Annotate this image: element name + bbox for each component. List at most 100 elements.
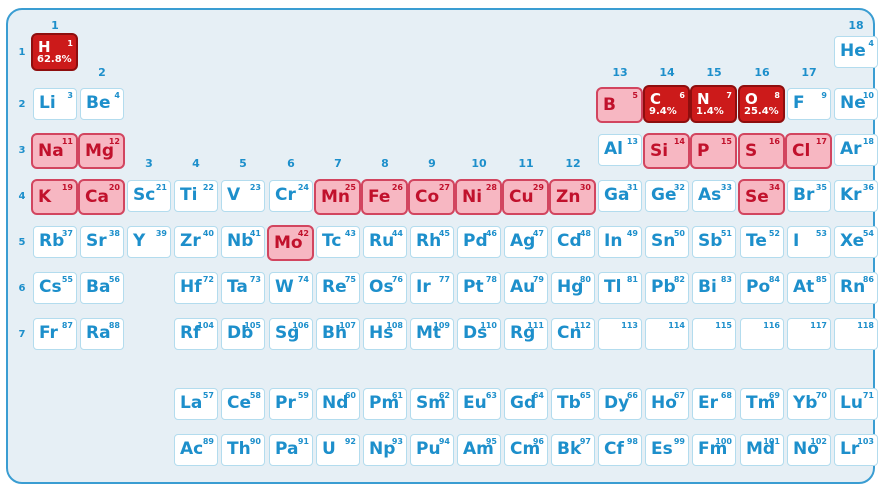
element-symbol: Tb [557,393,581,413]
group-label-6: 6 [287,157,295,170]
element-symbol: Nb [227,231,254,251]
group-label-16: 16 [754,66,770,79]
element-symbol: V [227,185,241,205]
element-symbol: K [38,187,52,207]
period-label-7: 7 [18,329,26,340]
atomic-number: 40 [202,229,214,238]
atomic-number: 48 [579,229,591,238]
element-symbol: Pa [275,439,299,459]
atomic-number: 113 [621,321,638,330]
atomic-number: 43 [344,229,356,238]
atomic-number: 53 [815,229,827,238]
atomic-number: 99 [673,437,685,446]
atomic-number: 12 [108,137,120,146]
element-symbol: Bi [698,277,717,297]
atomic-number: 4 [868,39,874,48]
element-symbol: Pr [275,393,296,413]
atomic-number: 77 [438,275,450,284]
element-symbol: Br [793,185,815,205]
period-label-2: 2 [18,99,26,110]
element-symbol: N [697,90,710,108]
atomic-number: 114 [668,321,685,330]
element-symbol: Ho [651,393,677,413]
element-symbol: Dy [604,393,630,413]
atomic-number: 76 [391,275,403,284]
atomic-number: 30 [579,183,591,192]
atomic-number: 31 [626,183,638,192]
element-cell-num-113: 113 [598,318,642,350]
element-symbol: Lu [840,393,863,413]
atomic-number: 70 [815,391,827,400]
atomic-number: 90 [249,437,261,446]
atomic-number: 111 [527,321,544,330]
element-symbol: Lr [840,439,860,459]
element-symbol: Sm [416,393,446,413]
element-symbol: Nd [322,393,349,413]
atomic-number: 108 [386,321,403,330]
element-symbol: Tl [604,277,622,297]
atomic-number: 56 [108,275,120,284]
atomic-number: 41 [249,229,261,238]
atomic-number: 14 [673,137,685,146]
element-symbol: Ta [227,277,248,297]
element-symbol: Pu [416,439,441,459]
element-symbol: Th [227,439,251,459]
element-cell-num-118: 118 [834,318,878,350]
element-symbol: At [793,277,815,297]
atomic-number: 19 [61,183,73,192]
atomic-number: 24 [297,183,309,192]
atomic-number: 5 [632,91,638,100]
atomic-number: 100 [715,437,732,446]
element-symbol: Cf [604,439,624,459]
element-symbol: Yb [793,393,818,413]
element-symbol: La [180,393,203,413]
element-cell-num-116: 116 [740,318,784,350]
element-symbol: Ti [180,185,198,205]
element-symbol: Ca [85,187,109,207]
atomic-number: 54 [862,229,874,238]
abundance-percent: 1.4% [696,106,724,117]
element-symbol: Mt [416,323,442,343]
group-label-12: 12 [565,157,581,170]
element-symbol: Co [415,187,440,207]
atomic-number: 46 [485,229,497,238]
element-symbol: Fm [698,439,728,459]
group-label-17: 17 [801,66,817,79]
atomic-number: 64 [532,391,544,400]
